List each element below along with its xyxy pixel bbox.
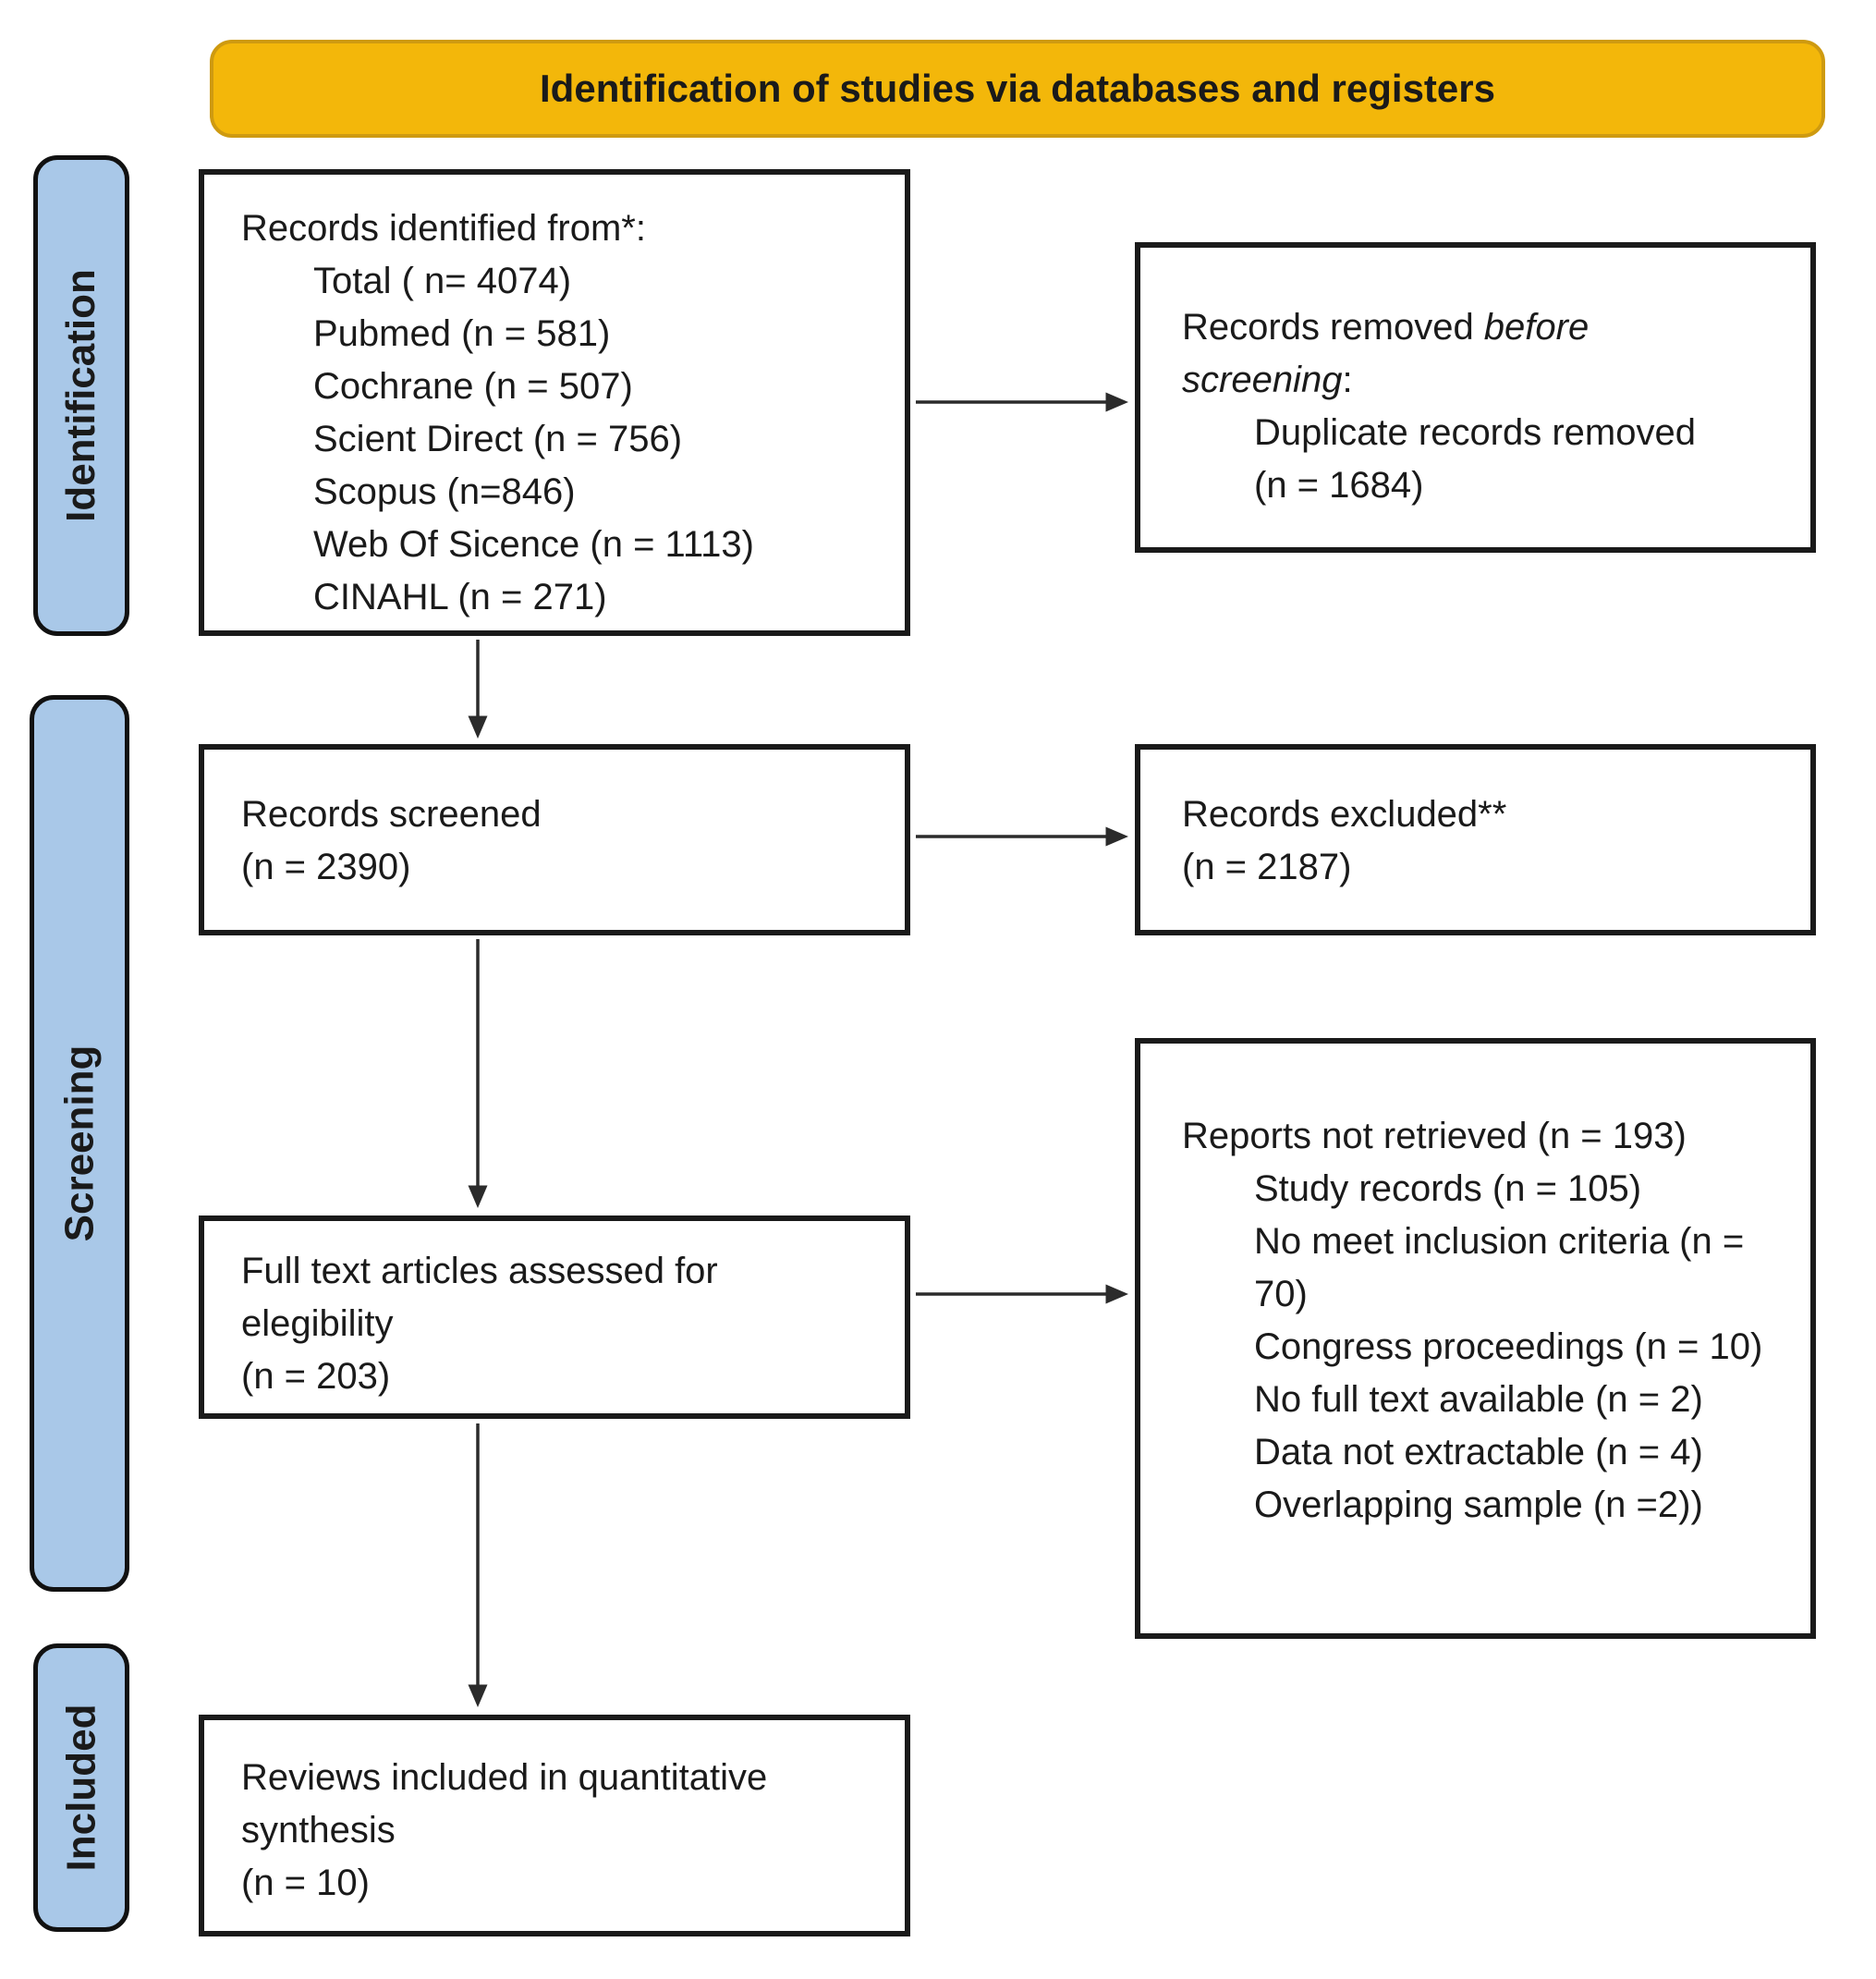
box-count: (n = 2390) <box>241 847 411 887</box>
stage-label-identification: Identification <box>58 269 104 522</box>
not-retrieved-item: Congress proceedings (n = 10) <box>1254 1326 1763 1367</box>
box-records-excluded: Records excluded** (n = 2187) <box>1135 744 1816 935</box>
source-count-item: Scopus (n=846) <box>313 471 576 512</box>
banner-title: Identification of studies via databases … <box>540 67 1495 110</box>
box-records-screened: Records screened (n = 2390) <box>199 744 910 935</box>
box-title: Reports not retrieved (n = 193) <box>1182 1116 1687 1156</box>
box-title: Records identified from*: <box>241 208 646 249</box>
not-retrieved-item: Study records (n = 105) <box>1254 1168 1642 1209</box>
title-italic: before screening <box>1182 307 1600 400</box>
box-fulltext-assessed: Full text articles assessed for elegibil… <box>199 1215 910 1419</box>
not-retrieved-item: Data not extractable (n = 4) <box>1254 1432 1703 1472</box>
box-records-identified: Records identified from*: Total ( n= 407… <box>199 169 910 636</box>
stage-label-screening: Screening <box>56 1044 102 1242</box>
box-title: Records removed before screening: <box>1182 301 1711 407</box>
source-count-item: Total ( n= 4074) <box>313 261 572 301</box>
removed-count-item: Duplicate records removed (n = 1684) <box>1254 412 1717 506</box>
source-count-item: CINAHL (n = 271) <box>313 577 607 617</box>
title-suffix: : <box>1342 360 1353 400</box>
source-count-item: Web Of Sicence (n = 1113) <box>313 524 754 565</box>
box-line: Reviews included in quantitative synthes… <box>241 1757 778 1851</box>
source-count-item: Pubmed (n = 581) <box>313 313 611 354</box>
box-count: (n = 10) <box>241 1863 370 1903</box>
not-retrieved-item: No meet inclusion criteria (n = 70) <box>1254 1221 1755 1314</box>
stage-tab-included: Included <box>33 1643 129 1932</box>
stage-tab-identification: Identification <box>33 155 129 636</box>
box-count: (n = 2187) <box>1182 847 1352 887</box>
stage-tab-screening: Screening <box>30 695 129 1592</box>
box-item-list: Total ( n= 4074) Pubmed (n = 581) Cochrane… <box>241 255 877 624</box>
box-item-list: Study records (n = 105) No meet inclusion… <box>1182 1163 1773 1532</box>
not-retrieved-item: Overlapping sample (n =2)) <box>1254 1484 1703 1525</box>
box-item-list: Duplicate records removed (n = 1684) <box>1182 407 1711 512</box>
source-count-item: Cochrane (n = 507) <box>313 366 633 407</box>
source-count-item: Scient Direct (n = 756) <box>313 419 683 459</box>
box-line: Full text articles assessed for elegibil… <box>241 1251 728 1344</box>
box-line: Records excluded** <box>1182 794 1507 835</box>
not-retrieved-item: No full text available (n = 2) <box>1254 1379 1703 1420</box>
box-reviews-included: Reviews included in quantitative synthes… <box>199 1715 910 1936</box>
box-records-removed: Records removed before screening: Duplic… <box>1135 242 1816 553</box>
box-line: Records screened <box>241 794 542 835</box>
stage-label-included: Included <box>58 1704 104 1872</box>
banner: Identification of studies via databases … <box>210 40 1825 138</box>
box-count: (n = 203) <box>241 1356 391 1397</box>
box-reports-not-retrieved: Reports not retrieved (n = 193) Study re… <box>1135 1038 1816 1639</box>
title-prefix: Records removed <box>1182 307 1484 348</box>
